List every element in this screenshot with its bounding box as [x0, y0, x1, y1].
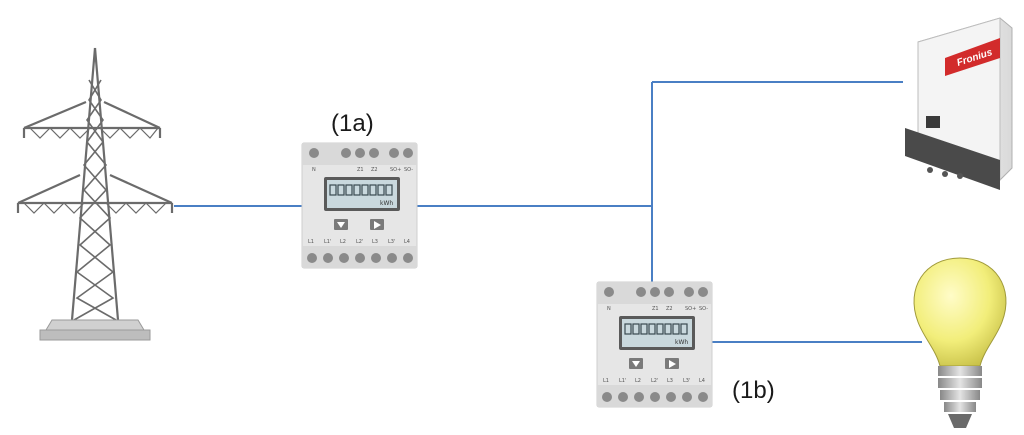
pylon-base — [39, 319, 151, 341]
label-meter-1b: (1b) — [732, 377, 775, 404]
wires — [174, 81, 922, 343]
light-bulb-icon — [913, 257, 1007, 428]
label-meter-1a: (1a) — [331, 110, 374, 137]
energy-meter-1a — [301, 142, 418, 269]
inverter-icon: Fronius — [905, 17, 1013, 190]
power-pylon-icon — [16, 47, 174, 321]
energy-meter-1b — [596, 281, 713, 408]
